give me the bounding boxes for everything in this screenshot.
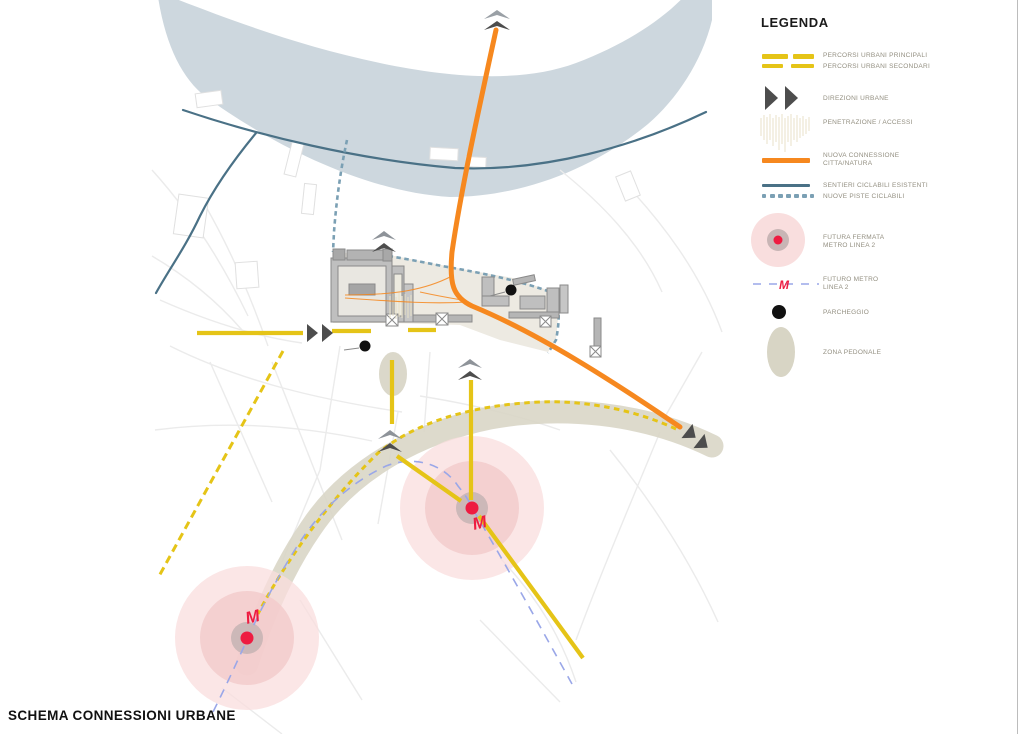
legend-label-metro-1: FUTURO METRO: [823, 276, 879, 283]
futuro-metro-icon: M: [753, 275, 819, 298]
percorsi-secondari-swatch: [762, 64, 814, 68]
legend-label-secondari: PERCORSI URBANI SECONDARI: [823, 63, 931, 70]
legend-label-connessione-1: NUOVA CONNESSIONE: [823, 152, 900, 159]
nuove-piste-swatch: [762, 194, 814, 198]
metro-station-symbols: M M: [240, 501, 490, 645]
page-title: SCHEMA CONNESSIONI URBANE: [8, 708, 236, 723]
river: [158, 0, 712, 197]
bank-buildings: [172, 89, 641, 290]
metro-m-west: M: [243, 606, 262, 628]
nuova-connessione-swatch: [762, 158, 810, 163]
sheet-border-line: [1017, 0, 1018, 734]
principal-paths: [197, 327, 585, 660]
legend-label-fermata-1: FUTURA FERMATA: [823, 234, 885, 241]
zona-pedonale-icon: [767, 327, 795, 377]
metro-m-east: M: [470, 512, 489, 534]
penetration-hatch: [389, 293, 412, 319]
legend-label-connessione-2: CITTA/NATURA: [823, 160, 873, 167]
legend-heading: LEGENDA: [761, 15, 829, 30]
futura-fermata-icon: [749, 212, 807, 275]
section-markers: [385, 312, 602, 358]
penetrazione-accessi-icon: [759, 112, 817, 161]
parking-markers: [343, 284, 517, 352]
sentieri-ciclabili-swatch: [762, 184, 810, 187]
secondary-path-diagonal: [156, 350, 285, 579]
legend-label-sentieri: SENTIERI CICLABILI ESISTENTI: [823, 182, 928, 189]
legend-label-penetrazione: PENETRAZIONE / ACCESSI: [823, 119, 913, 126]
legend-label-metro-2: LINEA 2: [823, 284, 849, 291]
existing-bike-trails: [154, 108, 708, 295]
metro-m-legend: M: [779, 278, 790, 292]
parcheggio-icon: [772, 305, 786, 319]
direzioni-urbane-icon: [763, 85, 809, 116]
percorsi-principali-swatch: [762, 54, 814, 59]
legend-label-zona: ZONA PEDONALE: [823, 349, 882, 356]
direction-arrows: [307, 10, 708, 452]
legend-panel: LEGENDA PERCORSI URBANI PRINCIPALI PERCO…: [751, 0, 1024, 420]
legend-label-fermata-2: METRO LINEA 2: [823, 242, 876, 249]
legend-label-piste: NUOVE PISTE CICLABILI: [823, 193, 905, 200]
secondary-path-arc: [256, 400, 677, 615]
new-city-nature-connection: [448, 27, 683, 430]
legend-label-parcheggio: PARCHEGGIO: [823, 309, 870, 316]
legend-label-principali: PERCORSI URBANI PRINCIPALI: [823, 52, 928, 59]
legend-label-direzioni: DIREZIONI URBANE: [823, 95, 889, 102]
